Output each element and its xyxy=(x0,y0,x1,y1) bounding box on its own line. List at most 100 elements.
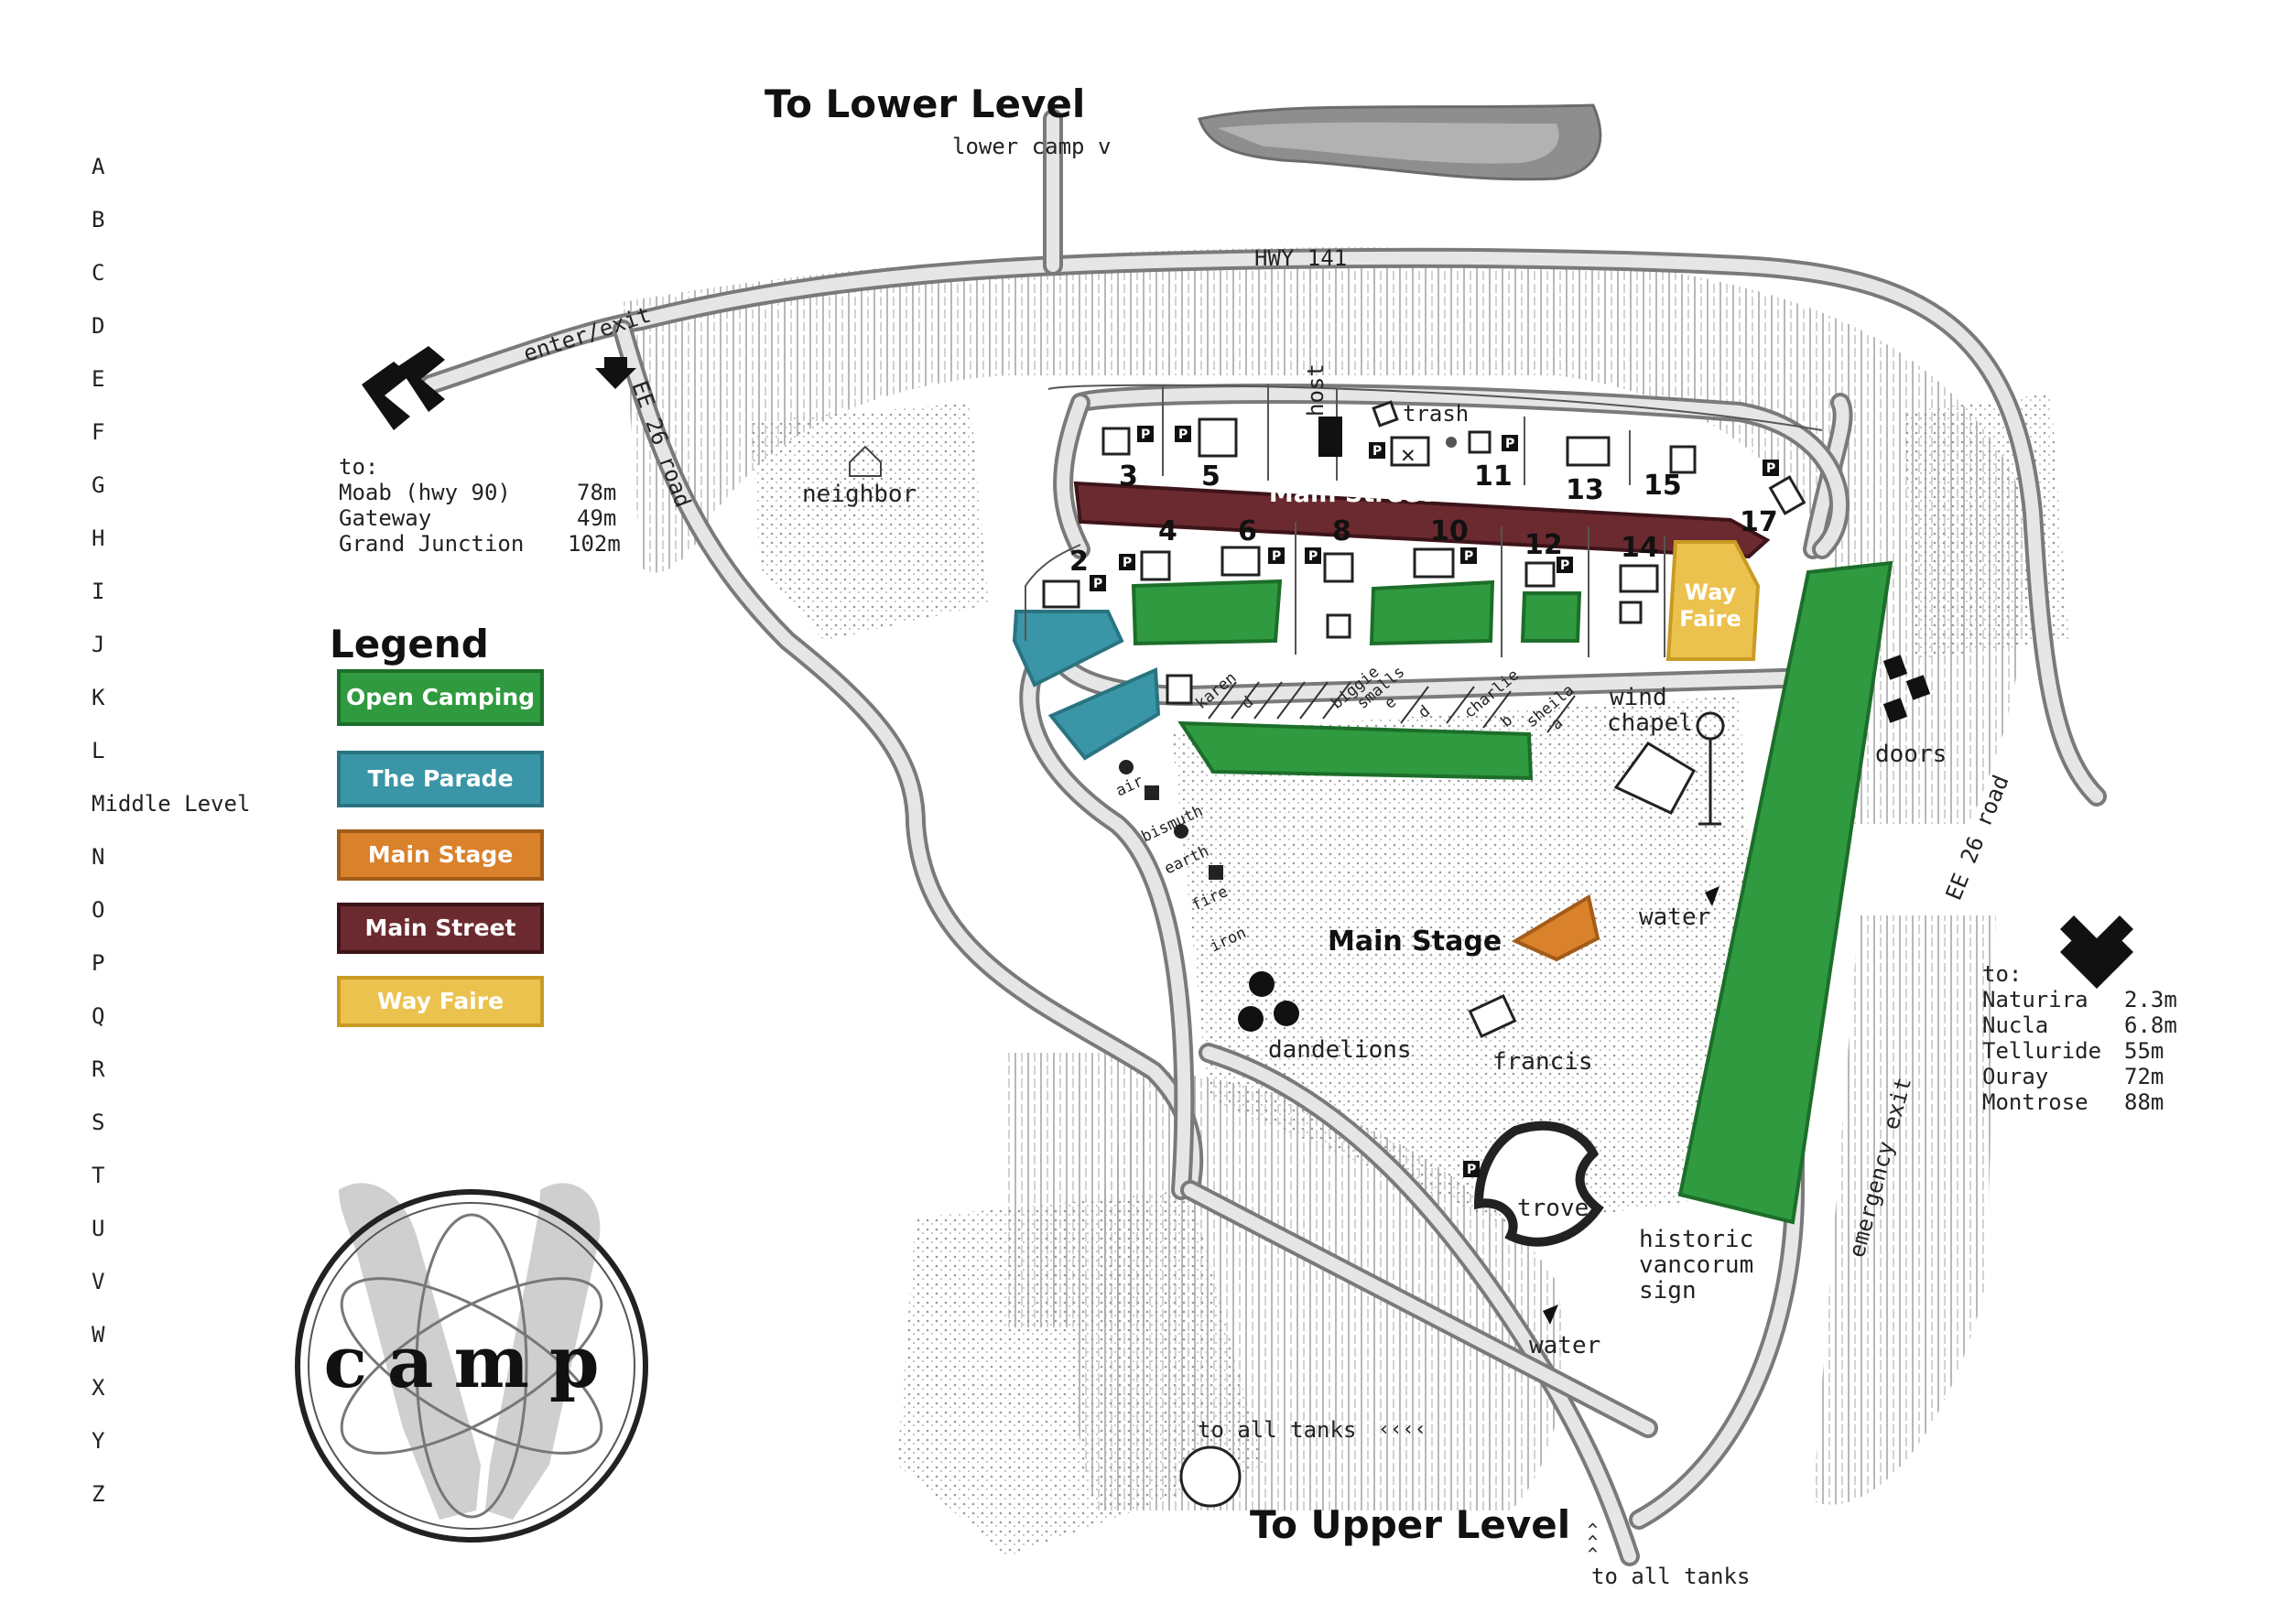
legend-label-main-stage: Main Stage xyxy=(368,841,514,868)
exit-arrow-icon xyxy=(2060,915,2133,989)
lot-fences xyxy=(1025,384,1823,657)
grid-row-label: J xyxy=(92,632,104,657)
legend-swatch-main-street xyxy=(337,903,544,954)
doors-icon xyxy=(1882,655,1931,723)
tanks-chevron-icon-2: ‹‹‹ xyxy=(1581,1520,1604,1556)
parade-zone-2 xyxy=(1047,667,1161,761)
directions-left-heading: to: xyxy=(339,454,378,480)
legend-swatch-open-camping xyxy=(337,669,544,726)
directions-right-place-3: Ouray xyxy=(1982,1064,2048,1089)
grid-row-label: G xyxy=(92,472,104,498)
grid-row-label: Middle Level xyxy=(92,791,250,817)
directions-right-dist-1: 6.8m xyxy=(2124,1012,2177,1038)
legend-label-main-street: Main Street xyxy=(365,915,516,941)
parade-booth-icon xyxy=(1166,674,1193,705)
trash-icon xyxy=(1372,400,1399,428)
grid-row-label: C xyxy=(92,260,104,286)
lot-number: 8 xyxy=(1332,515,1351,547)
historic-label-2: vancorum xyxy=(1639,1251,1753,1279)
main-stage-zone xyxy=(1511,893,1600,962)
hwy-141-label: HWY 141 xyxy=(1254,245,1347,271)
directions-right: to: Naturira 2.3m Nucla 6.8m Telluride 5… xyxy=(1982,961,2177,1115)
legend-label-way-faire: Way Faire xyxy=(377,988,504,1014)
grid-row-label: U xyxy=(92,1216,104,1241)
lot-number: 5 xyxy=(1201,460,1220,493)
directions-right-dist-3: 72m xyxy=(2124,1064,2164,1089)
svg-text:P: P xyxy=(1505,437,1514,451)
lot-number: 17 xyxy=(1740,506,1778,538)
directions-right-dist-2: 55m xyxy=(2124,1038,2164,1064)
grid-row-label: N xyxy=(92,844,104,870)
grid-row-label: D xyxy=(92,313,104,339)
directions-left-dist-1: 49m xyxy=(577,505,616,531)
grid-row-label: H xyxy=(92,525,104,551)
lot-number: 6 xyxy=(1238,515,1257,547)
directions-right-dist-0: 2.3m xyxy=(2124,987,2177,1012)
to-upper-level-title: To Upper Level xyxy=(1250,1502,1570,1547)
directions-right-place-0: Naturira xyxy=(1982,987,2088,1012)
directions-right-place-1: Nucla xyxy=(1982,1012,2048,1038)
wind-label: wind xyxy=(1610,684,1667,711)
ee26-arrow-icon xyxy=(595,357,636,389)
svg-text:P: P xyxy=(1178,428,1188,442)
neighbor-label: neighbor xyxy=(802,481,917,508)
way-faire-label-1: Way xyxy=(1685,579,1737,605)
grid-row-label: E xyxy=(92,366,104,392)
svg-text:P: P xyxy=(1464,549,1473,564)
buildings-south: P P P P P P xyxy=(1042,546,1659,639)
grid-row-label: I xyxy=(92,579,104,604)
francis-label: francis xyxy=(1492,1048,1593,1076)
directions-right-dist-4: 88m xyxy=(2124,1089,2164,1115)
svg-text:P: P xyxy=(1141,428,1150,442)
lot-number: 13 xyxy=(1566,474,1604,506)
lower-camp-label: lower camp v xyxy=(952,134,1111,159)
grid-row-label: L xyxy=(92,738,104,763)
grid-row-label: S xyxy=(92,1110,104,1135)
buildings-north: P P host trash P ✕ P P xyxy=(1101,363,1806,515)
svg-text:P: P xyxy=(1766,461,1775,476)
lot-number: 14 xyxy=(1621,532,1659,564)
way-faire-zone xyxy=(1665,540,1761,661)
to-lower-level-title: To Lower Level xyxy=(765,81,1085,126)
x-marker-icon: ✕ xyxy=(1401,441,1416,469)
chapel-label: chapel xyxy=(1607,709,1693,737)
directions-right-place-4: Montrose xyxy=(1982,1089,2088,1115)
directions-left-place-2: Grand Junction xyxy=(339,531,524,557)
grid-row-labels: A B C D E F G H I J K L Middle Level N O… xyxy=(92,154,250,1507)
trove-building-icon xyxy=(1473,1121,1604,1247)
grid-row-label: V xyxy=(92,1269,104,1294)
grid-row-label: Q xyxy=(92,1003,104,1029)
svg-text:P: P xyxy=(1560,558,1569,573)
francis-building-icon xyxy=(1468,993,1517,1039)
lot-number: 10 xyxy=(1430,515,1469,547)
lake-shallows xyxy=(1218,122,1559,164)
grid-row-label: R xyxy=(92,1056,105,1082)
enter-arrow-icon xyxy=(362,346,445,430)
svg-text:P: P xyxy=(1093,577,1102,591)
dotted-terrain-center xyxy=(1172,696,1767,1227)
grid-row-label: X xyxy=(92,1375,105,1401)
water-icon xyxy=(1705,886,1719,906)
grid-row-label: B xyxy=(92,207,104,233)
legend-swatch-main-stage xyxy=(337,829,544,881)
windmill-icon xyxy=(1696,711,1725,826)
dotted-terrain-west xyxy=(751,403,989,641)
grid-row-label: Z xyxy=(92,1481,104,1507)
grid-row-label: K xyxy=(92,685,105,710)
tank-icon xyxy=(1179,1445,1242,1508)
historic-label-1: historic xyxy=(1639,1226,1753,1253)
open-camping-zone-1 xyxy=(1131,579,1283,646)
lot-number: 15 xyxy=(1644,470,1682,502)
legend-title: Legend xyxy=(330,622,489,666)
directions-left-dist-2: 102m xyxy=(568,531,621,557)
main-stage-label: Main Stage xyxy=(1328,926,1502,958)
directions-left-dist-0: 78m xyxy=(577,480,616,505)
trove-label: trove xyxy=(1517,1195,1589,1222)
svg-text:P: P xyxy=(1372,444,1382,459)
dot-marker-icon xyxy=(1446,437,1457,448)
to-all-tanks-label-2: to all tanks xyxy=(1591,1564,1750,1589)
dandelions-icon xyxy=(1238,971,1299,1032)
directions-left: to: Moab (hwy 90) 78m Gateway 49m Grand … xyxy=(339,454,621,557)
open-camping-zone-2 xyxy=(1369,579,1495,646)
